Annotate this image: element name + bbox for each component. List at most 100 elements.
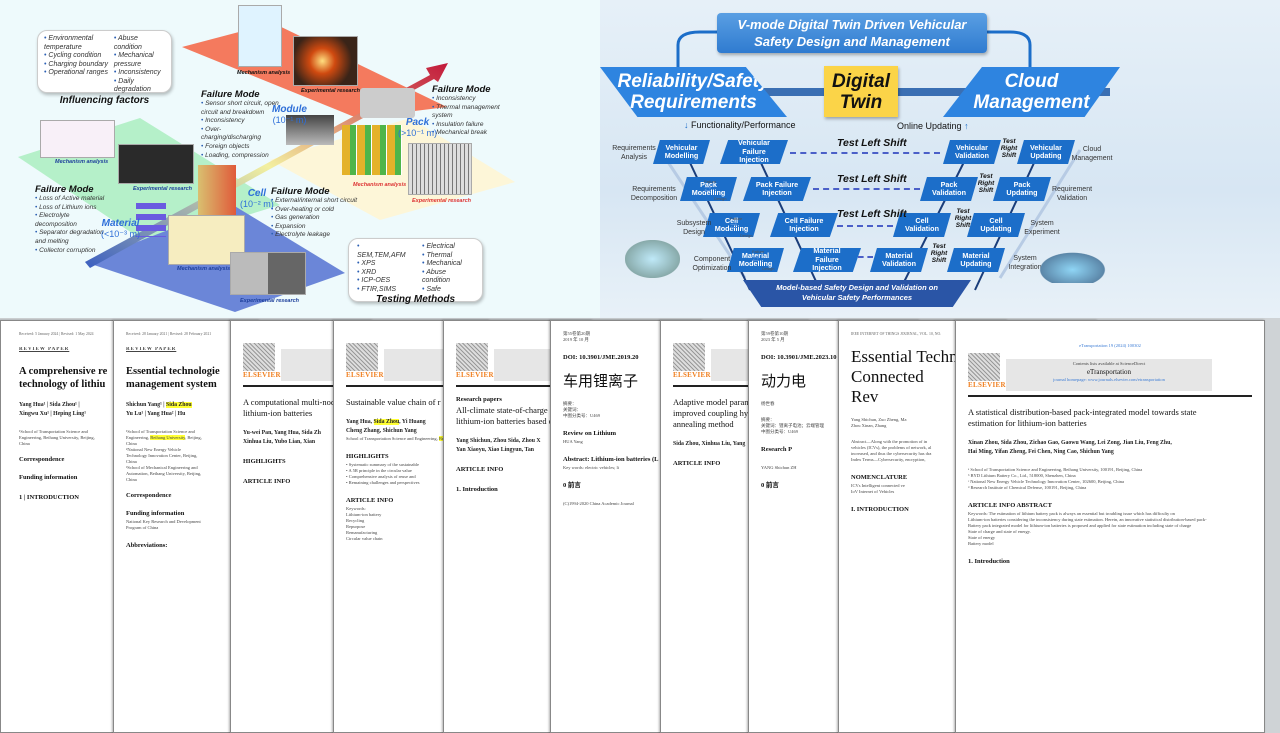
journal-banner: Contents lists available at ScienceDirec…	[1006, 359, 1212, 391]
influencing-factor-item: Environmental temperature	[44, 35, 110, 52]
text-segment: annealing method	[673, 419, 734, 429]
left-stage-label: Requirements Decomposition	[630, 186, 678, 202]
paper-text-line: 摘要：	[761, 417, 995, 423]
text-segment: YANG Shichun ZH	[761, 465, 797, 470]
paper-text-line: Keywords:	[346, 506, 580, 512]
pack-label: Pack	[405, 117, 430, 128]
text-segment: ICVs Intelligent connected ve	[851, 483, 905, 488]
paper-text-line: Yang Hua¹ | Sida Zhou¹ |	[19, 401, 247, 410]
modelling-block: Pack Modelling	[680, 177, 737, 201]
paper-text-line: Essential Technic	[851, 347, 1085, 367]
battery-failure-multiscale-figure: Mechanism analysis Experimental research…	[0, 0, 600, 318]
text-segment: 1 | INTRODUCTION	[19, 494, 79, 501]
cell-scale-label: Cell(10⁻² m)	[240, 188, 274, 210]
paper-text-line: 1 | INTRODUCTION	[19, 493, 247, 503]
failure-mode-item: Mechanical break	[432, 129, 522, 138]
text-segment: A computational multi-nod	[243, 397, 336, 407]
failure-label: Failure	[704, 179, 717, 184]
text-segment: Review on Lithium	[563, 430, 617, 437]
text-segment: State of energy	[968, 535, 996, 540]
title-line-1: V-mode Digital Twin Driven Vehicular	[737, 17, 967, 32]
text-segment: • Remaining challenges and perspectives	[346, 480, 420, 485]
caption-mechanism-analysis: Mechanism analysis	[177, 266, 231, 272]
online-updating-text: Online Updating	[897, 121, 962, 131]
text-segment: ARTICLE INFO ABSTRACT	[968, 502, 1052, 509]
testing-method-item: SEM,TEM,AFM	[357, 243, 408, 260]
pack-scale-label: Pack(>10⁻¹ m)	[398, 117, 437, 139]
text-segment: China	[19, 441, 30, 446]
text-segment: Correspondence	[126, 492, 172, 499]
paper-text-line: • Remaining challenges and perspectives	[346, 480, 580, 486]
elsevier-tree-logo	[673, 343, 705, 371]
text-segment: Index Terms—Cybersecurity, encryption,	[851, 457, 926, 462]
text-segment: Research papers	[456, 396, 502, 403]
text-segment: IEEE INTERNET OF THINGS JOURNAL, VOL. 10…	[851, 332, 942, 336]
injection-block: Cell Failure Injection	[770, 213, 838, 237]
text-segment: DOI: 10.3901/JME.2019.20	[563, 354, 639, 361]
text-segment: HIGHLIGHTS	[243, 458, 286, 465]
text-segment: HUA Yang	[563, 439, 583, 444]
paper-text-line: ICVs Intelligent connected ve	[851, 483, 1085, 489]
text-segment: Yang Shichun, Zuo Zheng, Ma	[851, 417, 907, 422]
paper-text-line: 第55卷第20期	[563, 331, 797, 337]
paper-text-line: Circular value chain	[346, 536, 580, 542]
paper-text-line: HUA Yang	[563, 439, 797, 445]
exchange-arrows-icon: ⇄	[704, 184, 712, 194]
text-segment: China	[126, 459, 137, 464]
module-scale-label: Module(10⁻¹ m)	[272, 104, 307, 126]
failure-mode-item: Over-heating or cold	[271, 206, 366, 215]
text-segment: lithium-ion batteries	[243, 408, 313, 418]
elsevier-tree-logo	[456, 343, 488, 371]
text-segment: Yu Lu¹ | Yang Hua² | Hu	[126, 411, 186, 417]
text-segment: , Yi Huang	[399, 419, 426, 425]
paper-text-line: Automation, Beihang University, Beijing,	[126, 471, 360, 477]
influencing-factor-item: Charging boundary	[44, 61, 110, 70]
testing-method-item: Thermal	[422, 252, 474, 261]
text-segment: Automation, Beihang University, Beijing,	[126, 471, 202, 476]
text-segment: Abstract—Along with the promotion of in	[851, 439, 928, 444]
failure-mode-item: Loss of Lithium ions	[35, 204, 110, 213]
paper-text-line: DOI: 10.3901/JME.2019.20	[563, 353, 797, 363]
text-segment: A comprehensive re	[19, 366, 108, 377]
paper-text-line: IoV Internet of Vehicles	[851, 489, 1085, 495]
text-segment: Program of China	[126, 525, 159, 530]
vehicle-image	[1035, 250, 1110, 283]
validation-block: Cell Validation	[893, 213, 951, 237]
paper-text-line: Research P	[761, 445, 995, 455]
test-left-shift-label: Test Left Shift	[837, 208, 907, 220]
paper-text-line: 中图分类号：U469	[761, 429, 995, 435]
caption-experimental-research: Experimental research	[240, 298, 300, 304]
text-segment: Technology Innovation Center, Beijing,	[126, 453, 198, 458]
injection-block: Pack Failure Injection	[743, 177, 811, 201]
paper-text-line: • Comprehensive analysis of reuse and	[346, 474, 580, 480]
paper-text-line: China	[126, 477, 360, 483]
text-segment: Sustainable value chain of r	[346, 397, 441, 407]
text-segment: Yang Hua¹ | Sida Zhou¹ |	[19, 402, 80, 408]
influencing-factor-item: Daily degradation	[114, 78, 165, 95]
text-segment: 中图分类号：U469	[563, 413, 600, 418]
left-stage-label: Requirements Analysis	[612, 145, 656, 161]
text-segment: ᶜ National New Energy Vehicle Technology…	[968, 479, 1125, 484]
text-segment: estimation for lithium-ion batteries	[968, 418, 1087, 428]
pack-test-image	[408, 143, 472, 195]
failure-mode-item: Sensor short circuit, open circuit and b…	[201, 100, 281, 117]
paper-text-line: National Key Research and Development	[126, 519, 360, 525]
mechanism-diagram-image	[238, 5, 282, 67]
battery-module-image	[286, 115, 334, 145]
text-segment: • A 5R principle in the circular value	[346, 468, 412, 473]
dashed-shift-arrow	[858, 256, 873, 258]
paper-text-line: ²National New Energy Vehicle	[126, 447, 360, 453]
failure-mode-item: Expansion	[271, 223, 366, 232]
paper-text-line: Received: 28 January 2021 | Revised: 28 …	[126, 331, 360, 337]
header-rule	[968, 395, 1252, 397]
failure-mode-heading: Failure Mode	[201, 89, 260, 100]
text-segment: Hai Ming, Yifan Zheng, Fei Chen, Ning Ca…	[968, 449, 1114, 455]
test-right-shift-label: Test Right Shift	[930, 243, 948, 264]
failure-mode-item: Foreign objects	[201, 143, 281, 152]
caption-experimental-research: Experimental research	[301, 88, 361, 94]
module-size: (10⁻¹ m)	[272, 115, 307, 125]
failure-mode-item: Electrolyte leakage	[271, 231, 366, 240]
text-segment: ²National New Energy Vehicle	[126, 447, 182, 452]
cell-array-image	[342, 125, 402, 175]
